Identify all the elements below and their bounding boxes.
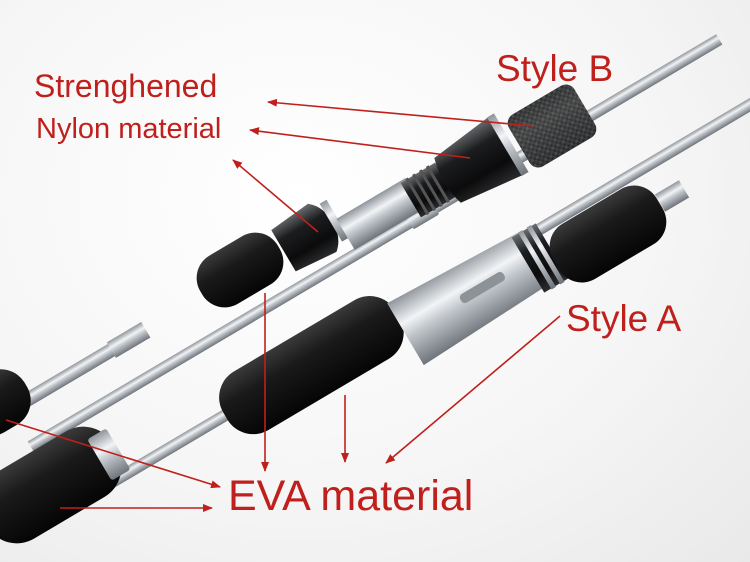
style-a-butt-grip — [0, 426, 122, 544]
style-a-fore-eva-grip — [549, 185, 667, 283]
label-strenghened: Strenghened — [34, 68, 218, 104]
style-b-nylon-hood — [434, 113, 529, 203]
style-b-carbon-grip — [507, 84, 597, 168]
arrow-nylon-cone — [232, 159, 319, 233]
style-a-rod — [0, 81, 750, 544]
style-b-eva-grip — [196, 232, 284, 308]
annotation-arrows — [5, 98, 561, 512]
arrow-eva-3 — [5, 419, 221, 489]
style-b-rod — [0, 34, 723, 452]
style-a-reel-seat — [387, 231, 550, 366]
style-b-nylon-cone — [271, 199, 349, 272]
arrow-nylon-hood — [249, 127, 471, 159]
arrow-style-b-carbon — [267, 98, 534, 127]
style-a-rear-eva-grip — [219, 296, 404, 435]
label-nylon-material: Nylon material — [36, 113, 222, 145]
label-style-b: Style B — [496, 48, 614, 89]
arrow-style-a — [385, 315, 561, 464]
label-eva-material: EVA material — [228, 472, 474, 520]
label-style-a: Style A — [566, 298, 682, 339]
